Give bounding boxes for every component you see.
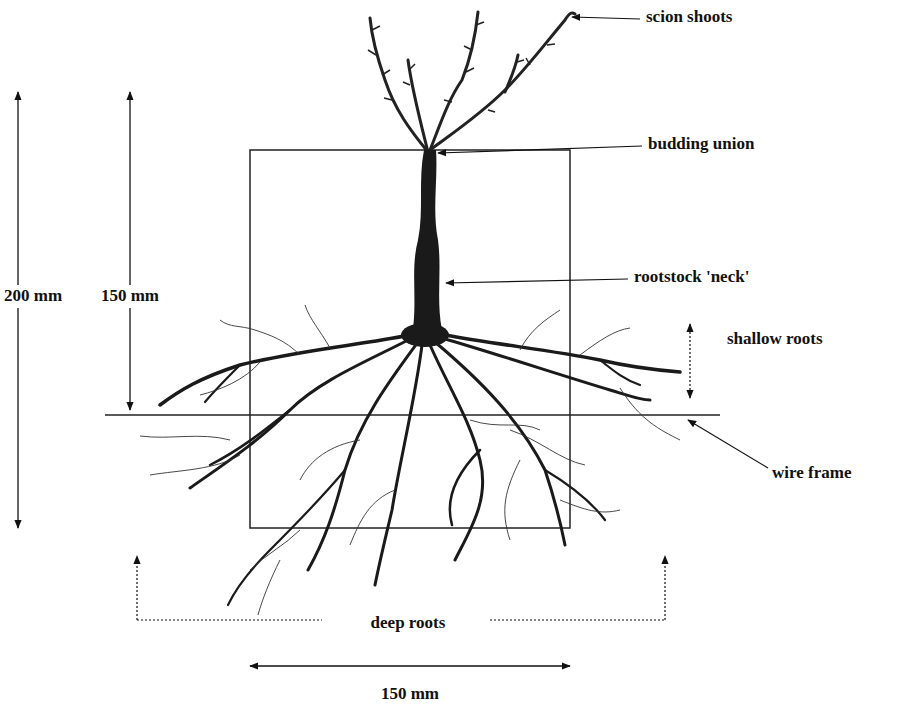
dimension-label: 200 mm (3, 285, 63, 308)
leader-line (572, 17, 640, 19)
shoot-spurs (368, 22, 555, 112)
leader-line (688, 420, 768, 468)
bracket (136, 556, 137, 620)
fine-roots (140, 305, 680, 615)
wire-frame-line (105, 414, 720, 416)
dimension-arrow (17, 92, 18, 528)
roots (160, 335, 680, 605)
scion-shoots (370, 12, 575, 152)
part-label: deep roots (370, 612, 447, 635)
part-label: shallow roots (727, 330, 823, 349)
bracket (664, 556, 665, 620)
part-label: rootstock 'neck' (634, 268, 749, 287)
dimension-arrow (689, 324, 690, 398)
dimension-label: 150 mm (381, 685, 439, 704)
rootstock-neck (412, 150, 442, 336)
dimension-arrow (250, 665, 570, 666)
leader-line (438, 146, 642, 153)
part-label: wire frame (772, 464, 851, 483)
dimension-arrow (129, 92, 130, 410)
part-label: budding union (648, 135, 754, 154)
dimension-label: 150 mm (100, 285, 160, 308)
part-label: scion shoots (646, 8, 732, 27)
leader-line (446, 279, 628, 283)
